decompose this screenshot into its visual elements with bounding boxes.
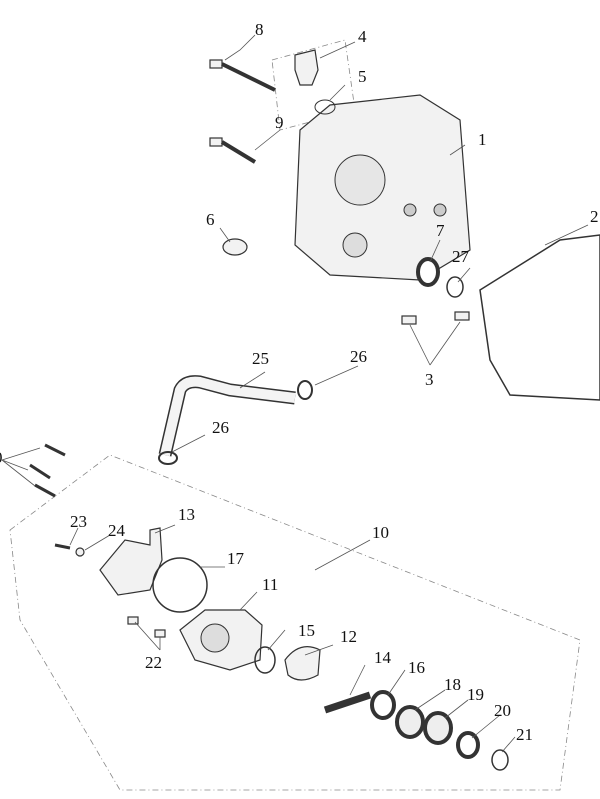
label-1: 1 xyxy=(478,130,487,149)
label-16: 16 xyxy=(408,658,425,677)
bearing-19 xyxy=(423,711,453,745)
label-26b: 26 xyxy=(212,418,229,437)
thermostat-housing xyxy=(99,527,163,596)
circlip-27 xyxy=(446,276,464,298)
screws-group xyxy=(29,443,66,498)
label-24: 24 xyxy=(108,521,126,540)
screw-23 xyxy=(54,543,71,550)
leader-lines xyxy=(1,34,589,753)
dowel-22b xyxy=(154,629,166,638)
label-6: 6 xyxy=(206,210,215,229)
label-23: 23 xyxy=(70,512,87,531)
bearing-18 xyxy=(395,705,425,739)
label-2: 2 xyxy=(590,207,599,226)
oil-filler-plug xyxy=(294,49,319,86)
label-11: 11 xyxy=(262,575,278,594)
pump-shaft xyxy=(323,691,372,714)
label-20: 20 xyxy=(494,701,511,720)
label-17: 17 xyxy=(227,549,245,568)
label-15: 15 xyxy=(298,621,315,640)
label-14: 14 xyxy=(374,648,392,667)
label-25: 25 xyxy=(252,349,269,368)
gasket xyxy=(479,234,600,401)
hose-clamp-26a xyxy=(297,380,313,400)
impeller xyxy=(284,646,321,681)
plug-6 xyxy=(222,238,248,256)
label-3: 3 xyxy=(425,370,434,389)
seal-20 xyxy=(456,731,480,759)
o-ring-17 xyxy=(152,557,208,613)
label-26a: 26 xyxy=(350,347,367,366)
bolt-8 xyxy=(209,59,276,92)
label-5: 5 xyxy=(358,67,367,86)
bolt-9 xyxy=(209,137,257,164)
label-27: 27 xyxy=(452,247,470,266)
group-outline-10 xyxy=(9,454,581,791)
label-13: 13 xyxy=(178,505,195,524)
label-left-clipped: 0 xyxy=(0,448,3,467)
label-12: 12 xyxy=(340,627,357,646)
label-10: 10 xyxy=(372,523,389,542)
o-ring-5 xyxy=(314,99,336,115)
circlip-21 xyxy=(491,749,509,771)
label-18: 18 xyxy=(444,675,461,694)
seal-16 xyxy=(370,690,396,720)
dowel-pin-3b xyxy=(454,311,470,321)
label-21: 21 xyxy=(516,725,533,744)
hose-clamp-26b xyxy=(158,451,178,465)
label-22: 22 xyxy=(145,653,162,672)
washer-24 xyxy=(75,547,85,557)
dowel-pin-3a xyxy=(401,315,417,325)
label-9: 9 xyxy=(275,113,284,132)
dowel-22a xyxy=(127,616,139,625)
label-19: 19 xyxy=(467,685,484,704)
label-7: 7 xyxy=(436,221,445,240)
o-ring-15 xyxy=(254,646,276,674)
crankcase-cover xyxy=(294,94,471,281)
label-4: 4 xyxy=(358,27,367,46)
label-8: 8 xyxy=(255,20,264,39)
oil-seal-7 xyxy=(416,257,440,287)
